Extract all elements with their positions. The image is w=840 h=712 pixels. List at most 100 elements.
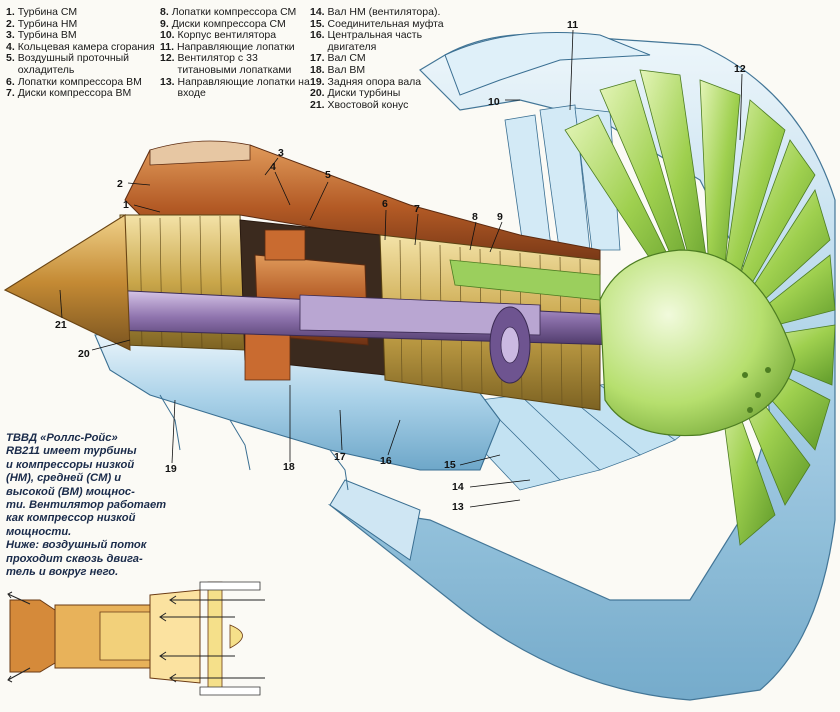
legend-item-text: Центральная часть двигателя (327, 29, 423, 53)
legend-item: 13. Направляющие лопатки на входе (160, 75, 310, 100)
callout-12: 12 (734, 63, 746, 75)
callout-17: 17 (334, 451, 346, 463)
legend-item: 18. Вал ВМ (310, 63, 450, 77)
caption-line: высокой (ВМ) мощнос- (6, 485, 135, 498)
callout-11: 11 (567, 19, 578, 31)
legend-item-text: Лопатки компрессора СМ (171, 6, 297, 18)
legend-item: 2. Турбина НМ (6, 17, 156, 31)
legend-item-number: 8. (160, 6, 172, 18)
caption-line: ти. Вентилятор работает (6, 499, 167, 512)
legend-item: 9. Диски компрессора СМ (160, 17, 310, 31)
legend-item-text: Диски турбины (327, 87, 401, 100)
callout-20: 20 (78, 348, 90, 360)
legend-item-number: 19. (310, 75, 328, 88)
callout-1: 1 (123, 199, 129, 211)
legend-item-number: 10. (160, 29, 178, 42)
legend-item-text: Турбина НМ (17, 17, 78, 30)
callout-19: 19 (165, 463, 177, 475)
legend-item-text: Задняя опора вала (327, 75, 422, 88)
callout-14: 14 (452, 481, 464, 493)
legend-item-text: Лопатки компрессора ВМ (17, 75, 142, 88)
legend-item-number: 12. (160, 52, 178, 65)
callout-leaders (59, 29, 743, 508)
airflow-schematic (7, 581, 265, 696)
legend-item-number: 17. (310, 52, 328, 65)
legend-item-text: Корпус вентилятора (177, 29, 277, 42)
callout-5: 5 (325, 169, 331, 181)
callout-10: 10 (488, 96, 500, 108)
legend-item-number: 7. (6, 87, 18, 100)
legend-item-text: Направляющие лопатки (176, 40, 295, 53)
legend-item: 12. Вентилятор с 33 титановыми лопатками (160, 53, 310, 76)
callout-6: 6 (382, 198, 388, 210)
legend-item: 11. Направляющие лопатки (160, 40, 310, 54)
caption-line: RB211 имеет турбины (6, 445, 137, 458)
caption-line: как компрессор низкой (6, 512, 136, 525)
legend-item: 16. Центральная часть двигателя (310, 29, 450, 53)
legend-item: 17. Вал СМ (310, 53, 450, 65)
legend-item-number: 6. (6, 75, 18, 88)
legend-item-number: 18. (310, 63, 328, 76)
legend-item-number: 21. (310, 98, 328, 111)
legend-item-text: Диски компрессора ВМ (17, 87, 132, 100)
legend-item-text: Диски компрессора СМ (171, 17, 286, 30)
legend-item: 1. Турбина СМ (6, 6, 156, 19)
legend-item: 21. Хвостовой конус (310, 98, 450, 112)
legend-item-number: 16. (310, 29, 328, 42)
callout-2: 2 (117, 178, 123, 190)
legend-item: 15. Соединительная муфта (310, 17, 450, 31)
legend-item-text: Вентилятор с 33 титановыми лопатками (177, 52, 292, 76)
legend-item-number: 14. (310, 6, 328, 18)
callout-3: 3 (278, 147, 284, 159)
spinner (599, 249, 796, 437)
legend-item-text: Кольцевая камера сгорания (17, 40, 155, 53)
callout-16: 16 (380, 455, 392, 467)
legend-item-text: Турбина СМ (17, 6, 78, 18)
legend-item-text: Хвостовой конус (327, 98, 409, 111)
legend-item: 10. Корпус вентилятора (160, 30, 310, 42)
legend-item-number: 1. (6, 6, 18, 18)
legend-item-text: Воздушный проточный охладитель (17, 52, 130, 76)
caption-line: мощности. (6, 525, 72, 538)
callout-8: 8 (472, 211, 478, 223)
caption-line: тель и вокруг него. (6, 566, 119, 579)
legend-item: 20. Диски турбины (310, 88, 450, 100)
legend-item: 19. Задняя опора вала (310, 75, 450, 89)
callout-15: 15 (444, 459, 456, 471)
legend-item-number: 2. (6, 17, 18, 30)
legend-item: 5. Воздушный проточный охладитель (6, 53, 156, 76)
legend-item-text: Соединительная муфта (327, 17, 444, 30)
engine-shafts (109, 289, 621, 384)
caption-line: ТВВД «Роллс-Ройс» (6, 432, 118, 444)
legend-item-text: Турбина ВМ (17, 29, 77, 42)
legend-item-text: Вал СМ (327, 52, 366, 65)
legend-item-text: Вал ВМ (327, 63, 366, 76)
callout-7: 7 (414, 203, 420, 215)
legend-item-number: 4. (6, 40, 18, 53)
caption-line: (НМ), средней (СМ) и (6, 472, 122, 485)
legend-item-number: 13. (160, 75, 178, 88)
legend-item-number: 20. (310, 87, 328, 100)
legend-item-number: 15. (310, 17, 328, 30)
legend-item: 3. Турбина ВМ (6, 30, 156, 42)
legend-item-number: 3. (6, 29, 18, 42)
legend-item-number: 9. (160, 17, 172, 30)
legend-item: 8. Лопатки компрессора СМ (160, 6, 310, 19)
tail-cone (3, 214, 131, 351)
legend-item: 7. Диски компрессора ВМ (6, 88, 156, 100)
legend-item-text: Направляющие лопатки на входе (177, 75, 310, 100)
fan-casing (327, 32, 836, 701)
callout-labels: 1 2 3 4 5 6 7 8 9 10 11 12 13 14 15 16 1… (55, 19, 746, 513)
legend-item-number: 11. (160, 40, 177, 53)
callout-13: 13 (452, 501, 464, 513)
legend-item: 6. Лопатки компрессора ВМ (6, 75, 156, 89)
caption-line: проходит сквозь двига- (6, 552, 143, 565)
legend-column-3: 14. Вал НМ (вентилятора).15. Соединитель… (310, 6, 450, 112)
legend-item-text: Вал НМ (вентилятора). (327, 6, 441, 18)
callout-18: 18 (283, 461, 295, 473)
